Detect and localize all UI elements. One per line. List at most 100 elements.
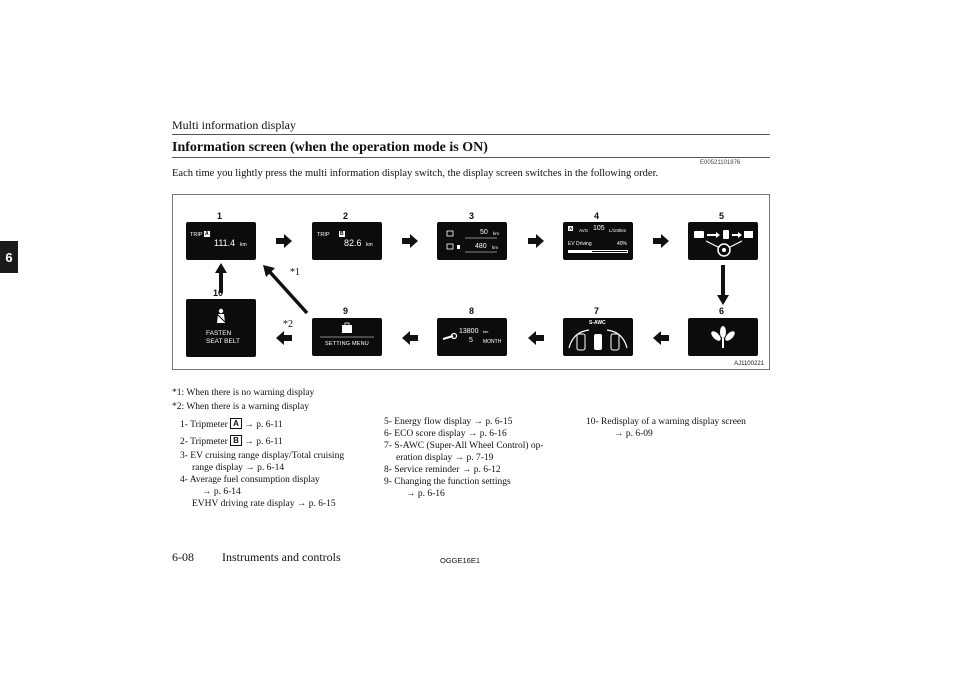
arrow-up-icon <box>215 263 227 293</box>
note-1-text: : When there is no warning display <box>181 388 315 398</box>
footer-section: Instruments and controls <box>222 550 341 564</box>
item-text: Tripmeter <box>190 437 228 447</box>
list-item-8: 8- Service reminder → p. 6-12 <box>384 465 501 475</box>
screen-warning-display: FASTEN SEAT BELT <box>186 299 256 357</box>
screen-cruising-range: 50 km 480 km <box>437 222 507 260</box>
avg-a-tag: A <box>568 226 574 231</box>
ev-driving-pct: 40% <box>617 241 628 247</box>
label-1: 1 <box>217 211 223 221</box>
page-title: Information screen (when the operation m… <box>172 140 488 155</box>
note-2-mark: *2 <box>172 402 182 412</box>
seatbelt-warning-icon <box>216 308 226 323</box>
screen-eco-score <box>688 318 758 356</box>
ev-driving-bar-fill <box>569 251 593 252</box>
setting-menu-label: SETTING MENU <box>325 341 369 347</box>
trip-label: TRIP <box>190 232 203 238</box>
label-5: 5 <box>719 211 725 221</box>
list-item-6: 6- ECO score display → p. 6-16 <box>384 429 507 439</box>
footer-code: OGGE16E1 <box>440 556 481 565</box>
trip-b-unit: km <box>366 242 373 248</box>
doc-code: E00521101876 <box>700 160 741 166</box>
page-number: 6-08 <box>172 550 194 564</box>
item-ref: → p. 6-11 <box>241 420 283 430</box>
trip-b-badge: B <box>230 435 242 446</box>
s-awc-wheels-icon <box>568 329 628 351</box>
list-item-5: 5- Energy flow display → p. 6-15 <box>384 417 513 427</box>
avg-value: 105 <box>593 225 605 232</box>
label-6: 6 <box>719 306 725 316</box>
label-7: 7 <box>594 306 600 316</box>
intro-text: Each time you lightly press the multi in… <box>172 168 659 179</box>
list-item-9-cont: → p. 6-16 <box>406 489 445 499</box>
arrow-right-icon <box>276 234 292 248</box>
service-km-value: 13800 <box>459 328 479 335</box>
note-2-text: : When there is a warning display <box>181 402 310 412</box>
screen-s-awc: S-AWC <box>563 318 633 356</box>
ev-driving-label: EV Driving <box>568 241 592 247</box>
avg-label: AVG <box>579 228 589 233</box>
screen-energy-flow <box>688 222 758 260</box>
item-text: EV cruising range display/Total cruising <box>190 451 345 461</box>
note-2: *2: When there is a warning display <box>172 402 309 412</box>
running-header: Multi information display <box>172 118 296 132</box>
total-range-value: 480 <box>475 243 487 250</box>
trip-b-value: 82.6 <box>344 238 362 248</box>
arrow-down-icon <box>717 265 729 305</box>
list-item-4: 4- Average fuel consumption display <box>180 474 344 486</box>
list-item-3: 3- EV cruising range display/Total cruis… <box>180 450 344 462</box>
screen-setting-menu: SETTING MENU <box>312 318 382 356</box>
trip-a-value: 111.4 <box>214 238 236 248</box>
service-km-unit: km <box>483 329 489 334</box>
trip-b-tag: B <box>339 231 345 237</box>
title-rule <box>172 157 770 158</box>
arrow-left-icon <box>402 331 418 345</box>
label-3: 3 <box>469 211 475 221</box>
list-item-7-cont: eration display → p. 7-19 <box>396 453 494 463</box>
arrow-right-icon <box>653 234 669 248</box>
arrow-right-icon <box>402 234 418 248</box>
toolbox-icon <box>320 322 374 338</box>
item-text: Average fuel consumption display <box>189 475 320 485</box>
list-column-1: 1- Tripmeter A → p. 6-11 2- Tripmeter B … <box>180 418 344 510</box>
service-month-value: 5 <box>469 337 473 344</box>
header-rule <box>172 134 770 135</box>
trip-label: TRIP <box>317 232 330 238</box>
service-month-unit: MONTH <box>483 339 502 345</box>
trip-a-tag: A <box>204 231 210 237</box>
chapter-tab: 6 <box>0 241 18 273</box>
arrow-left-icon <box>653 331 669 345</box>
label-9: 9 <box>343 306 349 316</box>
label-2: 2 <box>343 211 349 221</box>
trip-a-unit: km <box>240 242 247 248</box>
list-item-10-cont: → p. 6-09 <box>614 429 653 439</box>
item-number: 1- <box>180 420 188 430</box>
item-number: 3- <box>180 451 188 461</box>
list-item-1: 1- Tripmeter A → p. 6-11 <box>180 418 344 431</box>
seat-belt-text: SEAT BELT <box>206 338 240 345</box>
list-item-4-cont2: EVHV driving rate display → p. 6-15 <box>192 499 336 509</box>
list-item-10: 10- Redisplay of a warning display scree… <box>586 417 746 427</box>
arrow-diagonal-icon <box>263 265 309 315</box>
item-ref: → p. 6-11 <box>241 437 283 447</box>
ev-driving-bar <box>568 250 628 253</box>
label-8: 8 <box>469 306 475 316</box>
star1-label: *1 <box>290 267 300 278</box>
screen-average-fuel: A AVG 105 L/100km EV Driving 40% <box>563 222 633 260</box>
list-column-2: 5- Energy flow display → p. 6-15 6- ECO … <box>384 416 544 500</box>
arrow-right-icon <box>528 234 544 248</box>
total-range-unit: km <box>492 245 498 250</box>
list-item-2: 2- Tripmeter B → p. 6-11 <box>180 435 344 448</box>
trip-a-badge: A <box>230 418 242 429</box>
note-1-mark: *1 <box>172 388 182 398</box>
list-column-3: 10- Redisplay of a warning display scree… <box>586 416 746 440</box>
label-10: 10 <box>213 288 224 298</box>
wrench-icon <box>442 332 458 340</box>
list-item-4-cont: → p. 6-14 <box>202 487 241 497</box>
star2-label: *2 <box>283 319 293 330</box>
figure-id: AJ1100221 <box>734 361 764 367</box>
ev-range-unit: km <box>493 231 499 236</box>
label-4: 4 <box>594 211 600 221</box>
display-sequence-figure: 1 2 3 4 5 6 7 8 9 10 TRIP A 111.4 km TRI… <box>172 194 770 370</box>
energy-flow-icons <box>694 230 753 257</box>
item-number: 4- <box>180 475 188 485</box>
